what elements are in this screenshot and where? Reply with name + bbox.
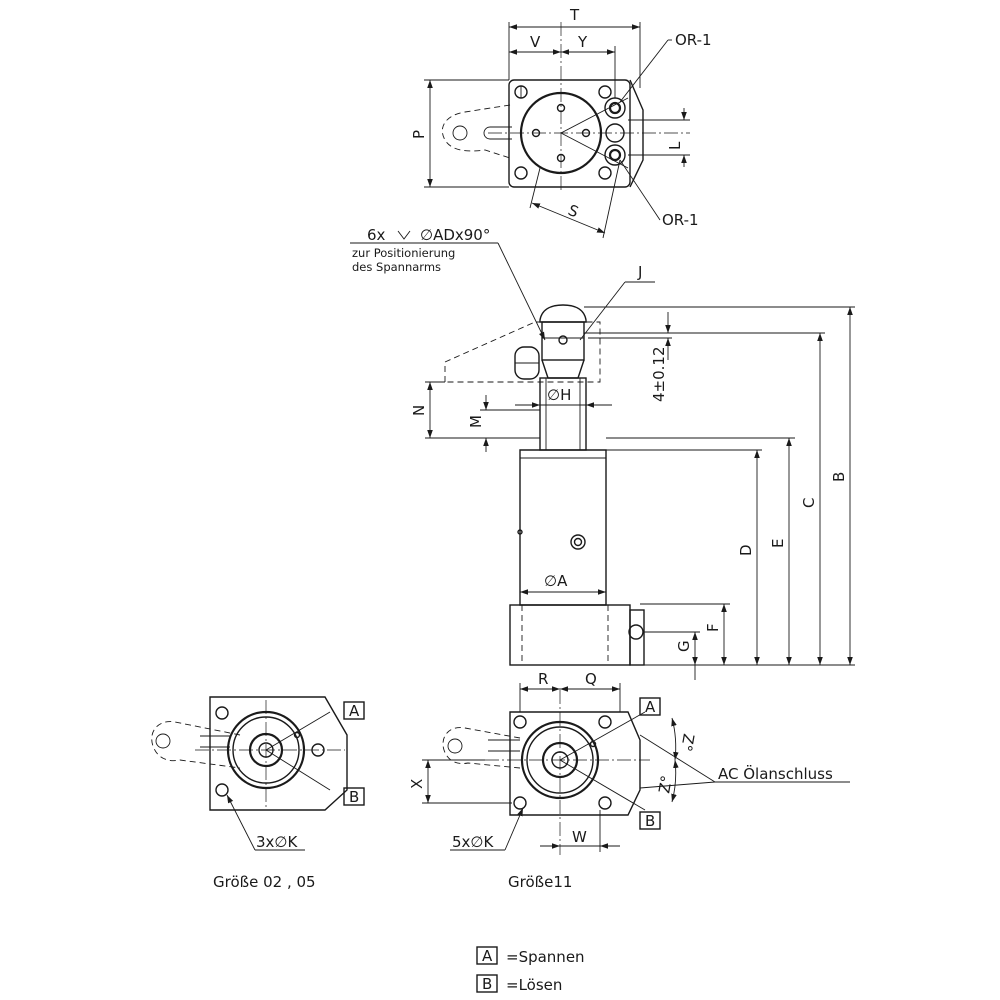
box-A-large: A [645, 698, 656, 716]
note-k-large: 5x∅K [452, 833, 494, 851]
bottom-view-small-labels: A B 3x∅K Größe 02 , 05 [213, 702, 360, 891]
label-or1-bottom: OR-1 [662, 211, 699, 229]
note-adx-main: ∅ADx90° [420, 226, 490, 244]
legend-text-A: =Spannen [506, 948, 585, 966]
top-view-labels: T V Y OR-1 OR-1 P L S [410, 6, 712, 229]
dim-R: R [538, 670, 548, 688]
caption-size-small: Größe 02 , 05 [213, 873, 316, 891]
dim-Z-lower: Z° [655, 774, 676, 795]
bottom-view-large-labels: R Q X W A B Z° Z° AC Ölanschluss 5x∅K Gr… [408, 670, 833, 891]
dim-M: M [467, 415, 485, 428]
dim-D: D [737, 544, 755, 556]
note-oil-port: AC Ölanschluss [718, 764, 833, 783]
dim-X: X [408, 779, 426, 789]
dim-W: W [572, 828, 587, 846]
dim-Z-upper: Z° [677, 732, 698, 753]
dim-B: B [830, 472, 848, 482]
legend-key-A: A [482, 947, 493, 965]
top-view [424, 22, 690, 239]
dim-H: ∅H [547, 386, 571, 404]
dim-E: E [769, 539, 787, 548]
dim-Q: Q [585, 670, 597, 688]
legend-key-B: B [482, 975, 492, 993]
bottom-view-large [422, 683, 850, 855]
box-A-small: A [349, 702, 360, 720]
countersink-symbol [397, 230, 411, 240]
side-view-labels: 6x ∅ADx90° zur Positionierung des Spanna… [352, 226, 848, 652]
note-k-small: 3x∅K [256, 833, 298, 851]
dim-A: ∅A [544, 572, 568, 590]
note-adx-prefix: 6x [367, 226, 386, 244]
dim-V: V [530, 33, 541, 51]
dim-N: N [410, 405, 428, 416]
bottom-view-small [151, 696, 365, 851]
legend: A =Spannen B =Lösen [476, 946, 585, 994]
note-positioning-1: zur Positionierung [352, 246, 455, 260]
dim-tolerance: 4±0.12 [650, 346, 668, 402]
note-positioning-2: des Spannarms [352, 260, 441, 274]
box-B-small: B [349, 788, 359, 806]
dim-P: P [410, 130, 428, 139]
label-or1-top: OR-1 [675, 31, 712, 49]
dim-S: S [566, 201, 582, 221]
dim-J: J [637, 263, 642, 281]
side-view [350, 242, 855, 680]
dim-T: T [569, 6, 580, 24]
dim-Y: Y [577, 33, 588, 51]
caption-size-large: Größe11 [508, 873, 572, 891]
box-B-large: B [645, 812, 655, 830]
dim-L: L [666, 141, 684, 150]
dim-F: F [704, 623, 722, 632]
legend-text-B: =Lösen [506, 976, 562, 994]
dim-G: G [675, 640, 693, 652]
dim-C: C [800, 498, 818, 508]
